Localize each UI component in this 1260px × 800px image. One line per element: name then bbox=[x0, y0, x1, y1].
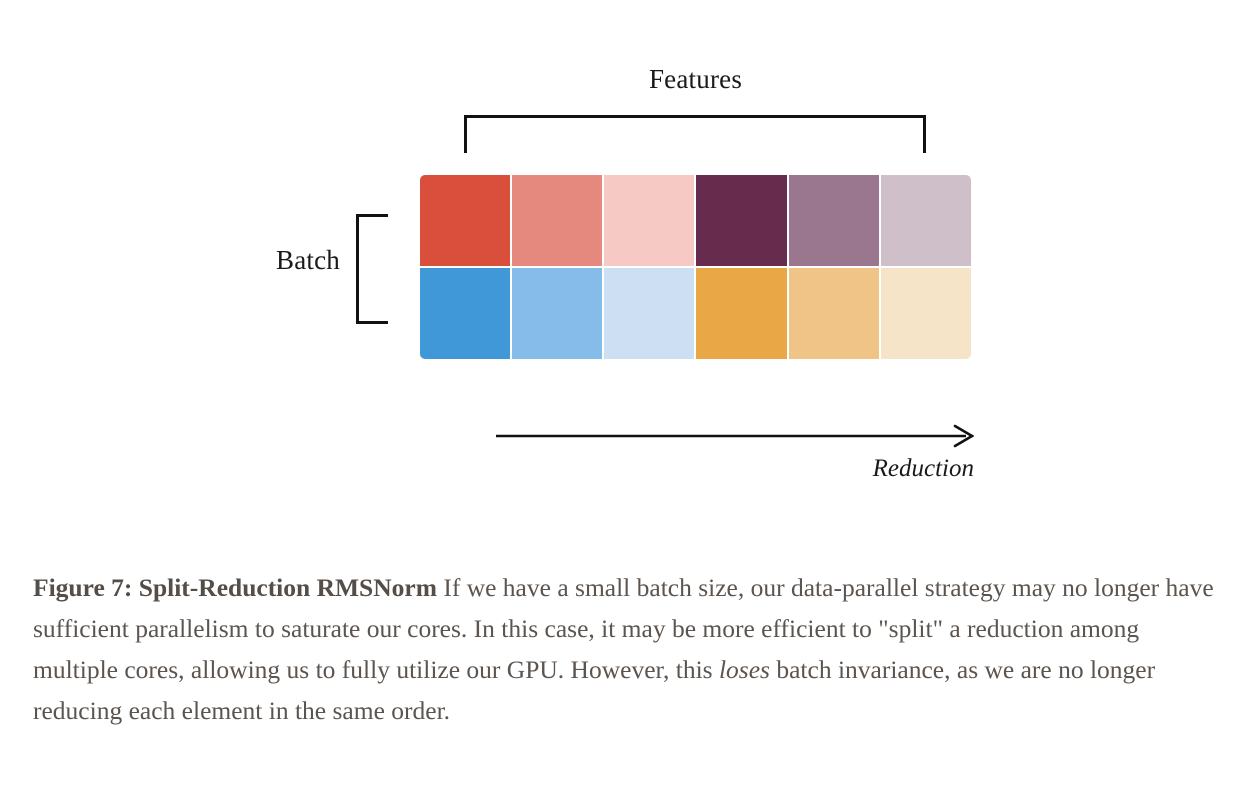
figure-caption: Figure 7: Split-Reduction RMSNorm If we … bbox=[33, 567, 1229, 731]
reduction-axis-label: Reduction bbox=[872, 455, 974, 482]
grid-cell-row1-col5 bbox=[788, 175, 879, 266]
grid-cell-row2-col6 bbox=[880, 268, 971, 359]
grid-cell-row1-col3 bbox=[604, 175, 695, 266]
batch-bracket bbox=[356, 214, 388, 324]
grid-cell-row2-col5 bbox=[788, 268, 879, 359]
grid-cell-row2-col1 bbox=[420, 268, 511, 359]
caption-body-second: batch invariance, as we are no longer re… bbox=[33, 655, 1156, 725]
grid-cell-row2-col4 bbox=[696, 268, 787, 359]
grid-cell-row1-col1 bbox=[420, 175, 511, 266]
batch-axis-label: Batch bbox=[276, 245, 340, 275]
grid-cell-row1-col4 bbox=[696, 175, 787, 266]
reduction-arrow-icon bbox=[496, 424, 974, 448]
caption-body-first: If we have a small batch size, our data-… bbox=[33, 573, 1214, 684]
features-axis-label: Features bbox=[648, 64, 743, 94]
caption-title: Figure 7: Split-Reduction RMSNorm bbox=[33, 573, 437, 602]
grid-cell-row2-col3 bbox=[604, 268, 695, 359]
grid-cell-row1-col6 bbox=[880, 175, 971, 266]
figure-diagram: Features Batch Reduction bbox=[276, 64, 974, 482]
caption-emphasis: loses bbox=[718, 655, 770, 684]
grid-cell-row1-col2 bbox=[512, 175, 603, 266]
grid-cell-row2-col2 bbox=[512, 268, 603, 359]
features-bracket bbox=[464, 115, 926, 153]
tensor-cell-grid bbox=[420, 175, 971, 359]
